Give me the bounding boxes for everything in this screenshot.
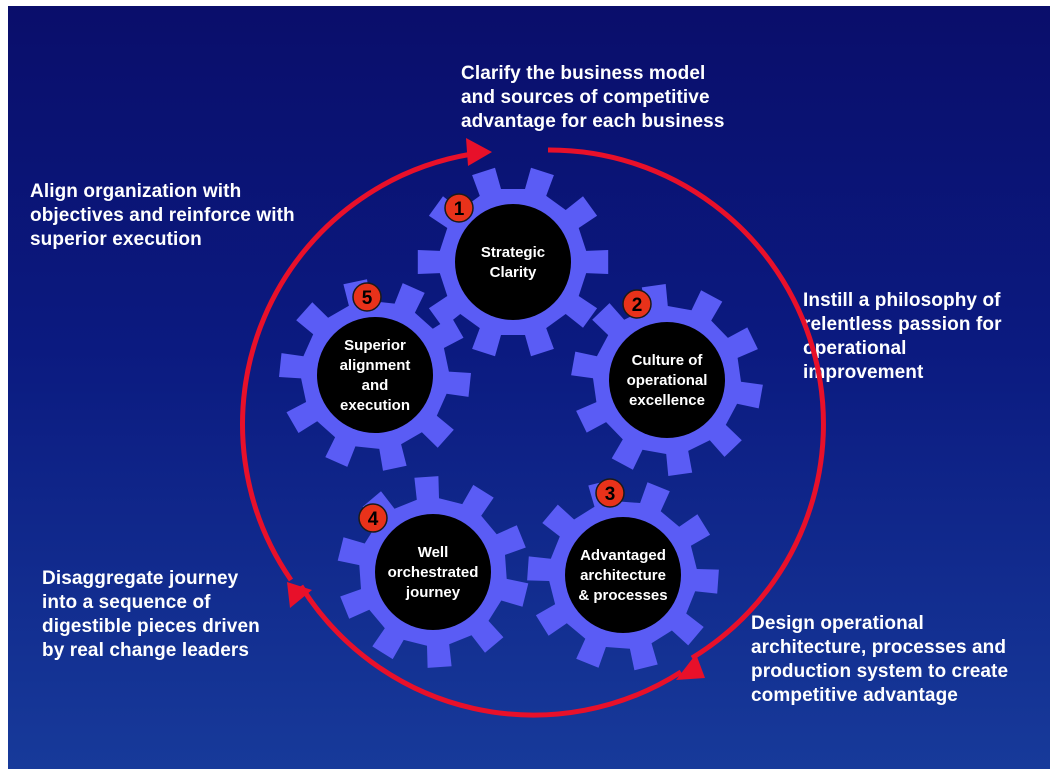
caption-clarify-business-model: Clarify the business model and sources o… (461, 63, 725, 132)
step-number: 3 (605, 484, 616, 505)
gear-label-line: orchestrated (388, 564, 479, 581)
cycle-arc-right (547, 147, 826, 661)
gear-label-line: Advantaged (580, 547, 666, 564)
gear-hub (455, 204, 571, 320)
gear-label-line: architecture (580, 567, 666, 584)
gear-label: Superior alignment and execution (340, 337, 411, 414)
gear-label-line: Superior (344, 337, 406, 354)
caption-disaggregate-journey: Disaggregate journey into a sequence of … (42, 568, 260, 661)
gear-label-line: Clarity (490, 264, 537, 281)
gear-label-line: Well (418, 544, 449, 561)
gear-label: Well orchestrated journey (388, 544, 479, 601)
step-number-badge (622, 289, 652, 319)
gear-label-line: and (362, 377, 389, 394)
gear-label-line: & processes (578, 587, 667, 604)
caption-instill-philosophy: Instill a philosophy of relentless passi… (803, 290, 1002, 383)
step-number: 1 (454, 199, 465, 220)
gear-3: Advantaged architecture & processes 3 (527, 478, 719, 671)
gear-hub (317, 317, 433, 433)
slide-background: Clarify the business model and sources o… (8, 6, 1050, 769)
gear-label: Culture of operational excellence (627, 352, 708, 409)
gear-label-line: operational (627, 372, 708, 389)
arrowhead-right (676, 654, 705, 680)
arrowhead-top (466, 138, 492, 166)
step-number-badge (595, 478, 625, 508)
gear-label-line: Strategic (481, 244, 545, 261)
gear-label-line: journey (405, 584, 461, 601)
arrowhead-left (287, 582, 312, 608)
step-number-badge (358, 503, 388, 533)
caption-design-operational-architecture: Design operational architecture, process… (751, 613, 1009, 706)
gear-label-line: execution (340, 397, 410, 414)
gear-2: Culture of operational excellence 2 (571, 284, 763, 476)
gear-hub (609, 322, 725, 438)
caption-align-organization: Align organization with objectives and r… (30, 181, 295, 250)
gear-label-line: Culture of (632, 352, 704, 369)
gear-4: Well orchestrated journey 4 (337, 476, 529, 668)
gear-label: Advantaged architecture & processes (578, 547, 667, 604)
step-number-badge (444, 193, 474, 223)
gear-hub (565, 517, 681, 633)
gear-label-line: alignment (340, 357, 411, 374)
gear-5: Superior alignment and execution 5 (279, 279, 471, 471)
step-number: 2 (632, 295, 643, 316)
gear-hub (375, 514, 491, 630)
gear-label-line: excellence (629, 392, 705, 409)
step-number: 4 (368, 509, 379, 530)
cycle-arrow (240, 138, 826, 718)
cycle-arc-bottom (298, 584, 683, 718)
cycle-arc-left (240, 151, 473, 582)
step-number: 5 (362, 288, 373, 309)
step-number-badge (352, 282, 382, 312)
